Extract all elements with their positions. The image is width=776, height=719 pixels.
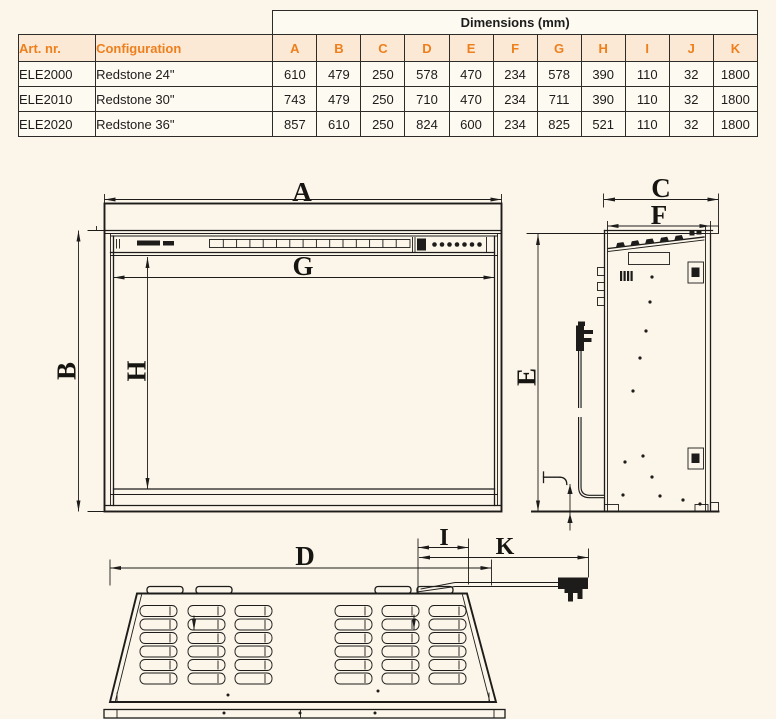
louver-band: [209, 239, 411, 248]
power-cord-bottom: [416, 582, 560, 593]
table-cell: 578: [404, 61, 450, 87]
table-cell: 578: [536, 61, 582, 87]
table-header-row: Art. nr. Configuration A B C D E F G H I…: [17, 34, 759, 62]
dim-label-i: I: [439, 525, 448, 551]
table-cell: 1800: [712, 61, 759, 87]
dim-label-e: E: [512, 368, 542, 386]
dim-h-group: H: [122, 257, 152, 489]
table-cell: 250: [360, 86, 406, 112]
table-cell: 32: [668, 111, 714, 137]
dim-label-c: C: [651, 173, 671, 203]
table-cell: 610: [272, 61, 318, 87]
table-cell: 110: [624, 111, 670, 137]
bottom-view: [103, 577, 588, 719]
dim-label-f: F: [651, 200, 668, 230]
dim-label-a: A: [292, 177, 312, 207]
column-header-c: C: [360, 34, 406, 62]
side-vent-slots: [620, 271, 633, 281]
column-header-k: K: [712, 34, 759, 62]
table-cell: 479: [316, 86, 362, 112]
table-cell: 470: [448, 86, 494, 112]
table-cell: 32: [668, 86, 714, 112]
control-buttons: [432, 242, 482, 247]
table-row: ELE2000 Redstone 24" 610 479 250 578 470…: [17, 61, 759, 87]
mounting-bracket-top: [687, 261, 704, 284]
bottom-housing: [108, 592, 498, 703]
table-cell: Redstone 24": [95, 61, 274, 87]
table-cell: 234: [492, 86, 538, 112]
dim-label-h: H: [122, 360, 152, 381]
dim-label-g: G: [292, 251, 313, 281]
table-cell: 1800: [712, 111, 759, 137]
column-header-f: F: [492, 34, 538, 62]
column-header-e: E: [448, 34, 494, 62]
table-cell: 521: [580, 111, 626, 137]
table-cell: ELE2010: [17, 86, 97, 112]
column-header-i: I: [624, 34, 670, 62]
dim-d-group: D: [109, 541, 492, 586]
table-cell: 32: [668, 61, 714, 87]
mounting-bracket-bottom: [687, 447, 704, 470]
dim-label-k: K: [496, 534, 515, 560]
dim-c-group: C: [603, 173, 719, 234]
table-cell: 234: [492, 111, 538, 137]
table-cell: 250: [360, 111, 406, 137]
louver-grid: [139, 605, 467, 685]
cord-exit-dim: [567, 484, 573, 531]
table-cell: ELE2000: [17, 61, 97, 87]
table-cell: 250: [360, 61, 406, 87]
front-trim-bar: [103, 708, 506, 719]
table-cell: ELE2020: [17, 111, 97, 137]
column-header-j: J: [668, 34, 714, 62]
table-cell: 824: [404, 111, 450, 137]
mounting-tabs: [146, 585, 454, 595]
brand-mark: [137, 240, 174, 246]
dim-label-d: D: [295, 541, 315, 571]
rear-flange: [705, 225, 719, 234]
dimensions-title: Dimensions (mm): [272, 10, 758, 35]
power-cord-side: [578, 351, 604, 499]
slanted-vent-panel: [607, 235, 705, 253]
front-edge-tabs: [597, 267, 605, 306]
table-cell: 711: [536, 86, 582, 112]
power-plug-bottom: [558, 577, 588, 602]
dim-i-group: I: [417, 525, 469, 592]
power-plug-side: [576, 321, 593, 351]
table-cell: Redstone 30": [95, 86, 274, 112]
table-row: ELE2020 Redstone 36" 857 610 250 824 600…: [17, 111, 759, 137]
side-view: [531, 225, 720, 531]
dim-label-b: B: [52, 362, 82, 380]
dim-k-group: K: [419, 534, 589, 578]
table-cell: 710: [404, 86, 450, 112]
table-row: Dimensions (mm): [19, 10, 758, 35]
table-cell: 1800: [712, 86, 759, 112]
screw-dots: [621, 275, 702, 506]
column-header-b: B: [316, 34, 362, 62]
dim-f-group: F: [607, 200, 711, 234]
table-cell: 825: [536, 111, 582, 137]
table-cell: 610: [316, 111, 362, 137]
dim-b-group: B: [52, 226, 105, 512]
cord-clip: [542, 471, 568, 486]
dim-e-group: E: [512, 233, 706, 512]
dimensions-table: Dimensions (mm) Art. nr. Configuration A…: [17, 10, 759, 137]
junction-box: [628, 252, 670, 265]
control-strip: [116, 237, 487, 252]
column-header-d: D: [404, 34, 450, 62]
dim-a-group: A: [104, 177, 502, 207]
front-view: [103, 202, 503, 513]
table-row: ELE2010 Redstone 30" 743 479 250 710 470…: [17, 86, 759, 112]
dim-g-group: G: [113, 251, 495, 281]
display-window: [417, 238, 426, 251]
table-cell: Redstone 36": [95, 111, 274, 137]
